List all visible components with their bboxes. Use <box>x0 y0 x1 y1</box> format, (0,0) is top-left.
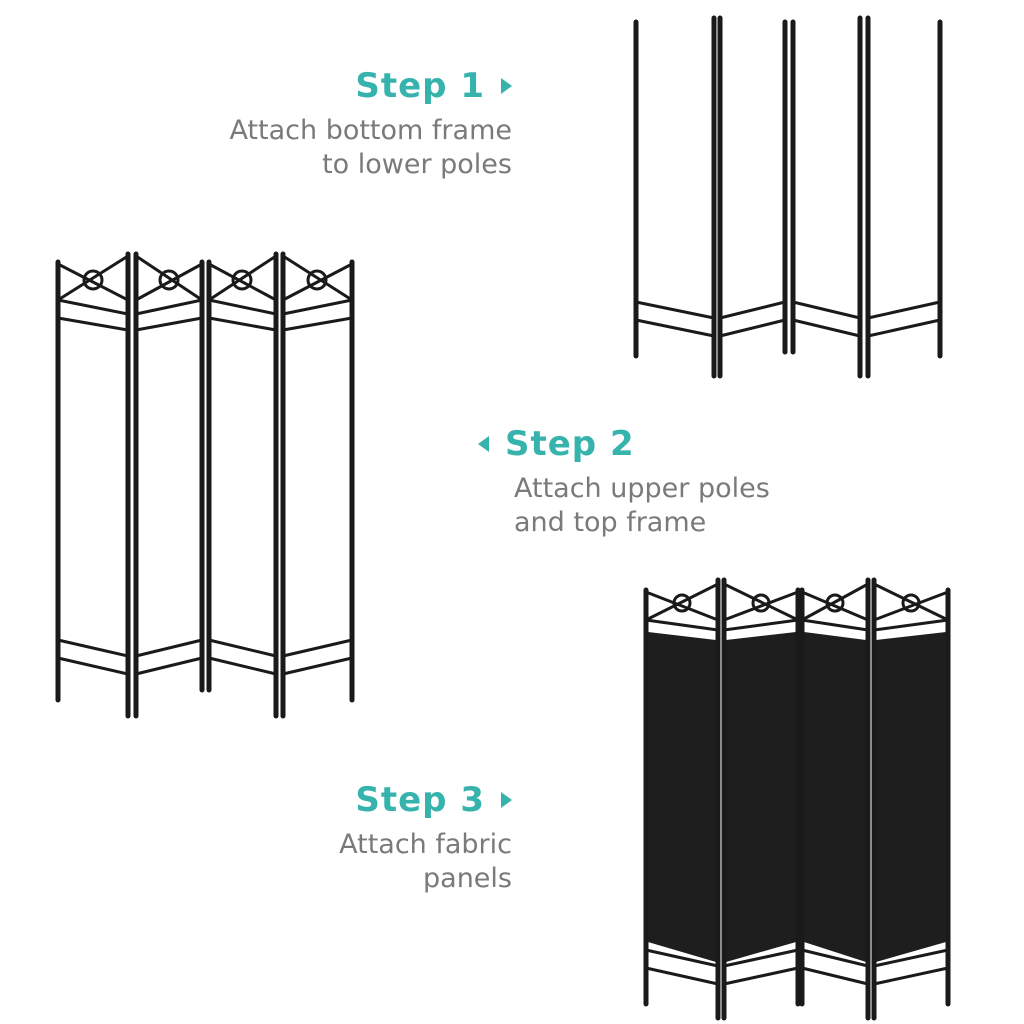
step-2-description-line: and top frame <box>514 507 707 538</box>
step-1-description-line: Attach bottom frame <box>229 115 512 146</box>
arrow-right-icon <box>501 78 512 94</box>
step-2-description: Attach upper poles and top frame <box>478 472 770 540</box>
step-1-title-row: Step 1 <box>229 66 512 106</box>
fabric-panels <box>648 632 946 962</box>
step-3-description-line: Attach fabric <box>339 829 512 860</box>
step-2-title: Step 2 <box>505 424 635 464</box>
step-2-title-row: Step 2 <box>478 424 770 464</box>
step-1-title: Step 1 <box>355 66 485 106</box>
step-3-title-row: Step 3 <box>339 780 512 820</box>
step-3-description-line: panels <box>423 863 512 894</box>
step-1-description: Attach bottom frame to lower poles <box>229 114 512 182</box>
arrow-left-icon <box>478 436 489 452</box>
step-1: Step 1 Attach bottom frame to lower pole… <box>229 66 512 182</box>
step-3: Step 3 Attach fabric panels <box>339 780 512 896</box>
step-1-description-line: to lower poles <box>322 149 512 180</box>
arrow-right-icon <box>501 792 512 808</box>
step-2: Step 2 Attach upper poles and top frame <box>478 424 770 540</box>
step-2-description-line: Attach upper poles <box>514 473 770 504</box>
step-3-title: Step 3 <box>355 780 485 820</box>
step-3-description: Attach fabric panels <box>339 828 512 896</box>
